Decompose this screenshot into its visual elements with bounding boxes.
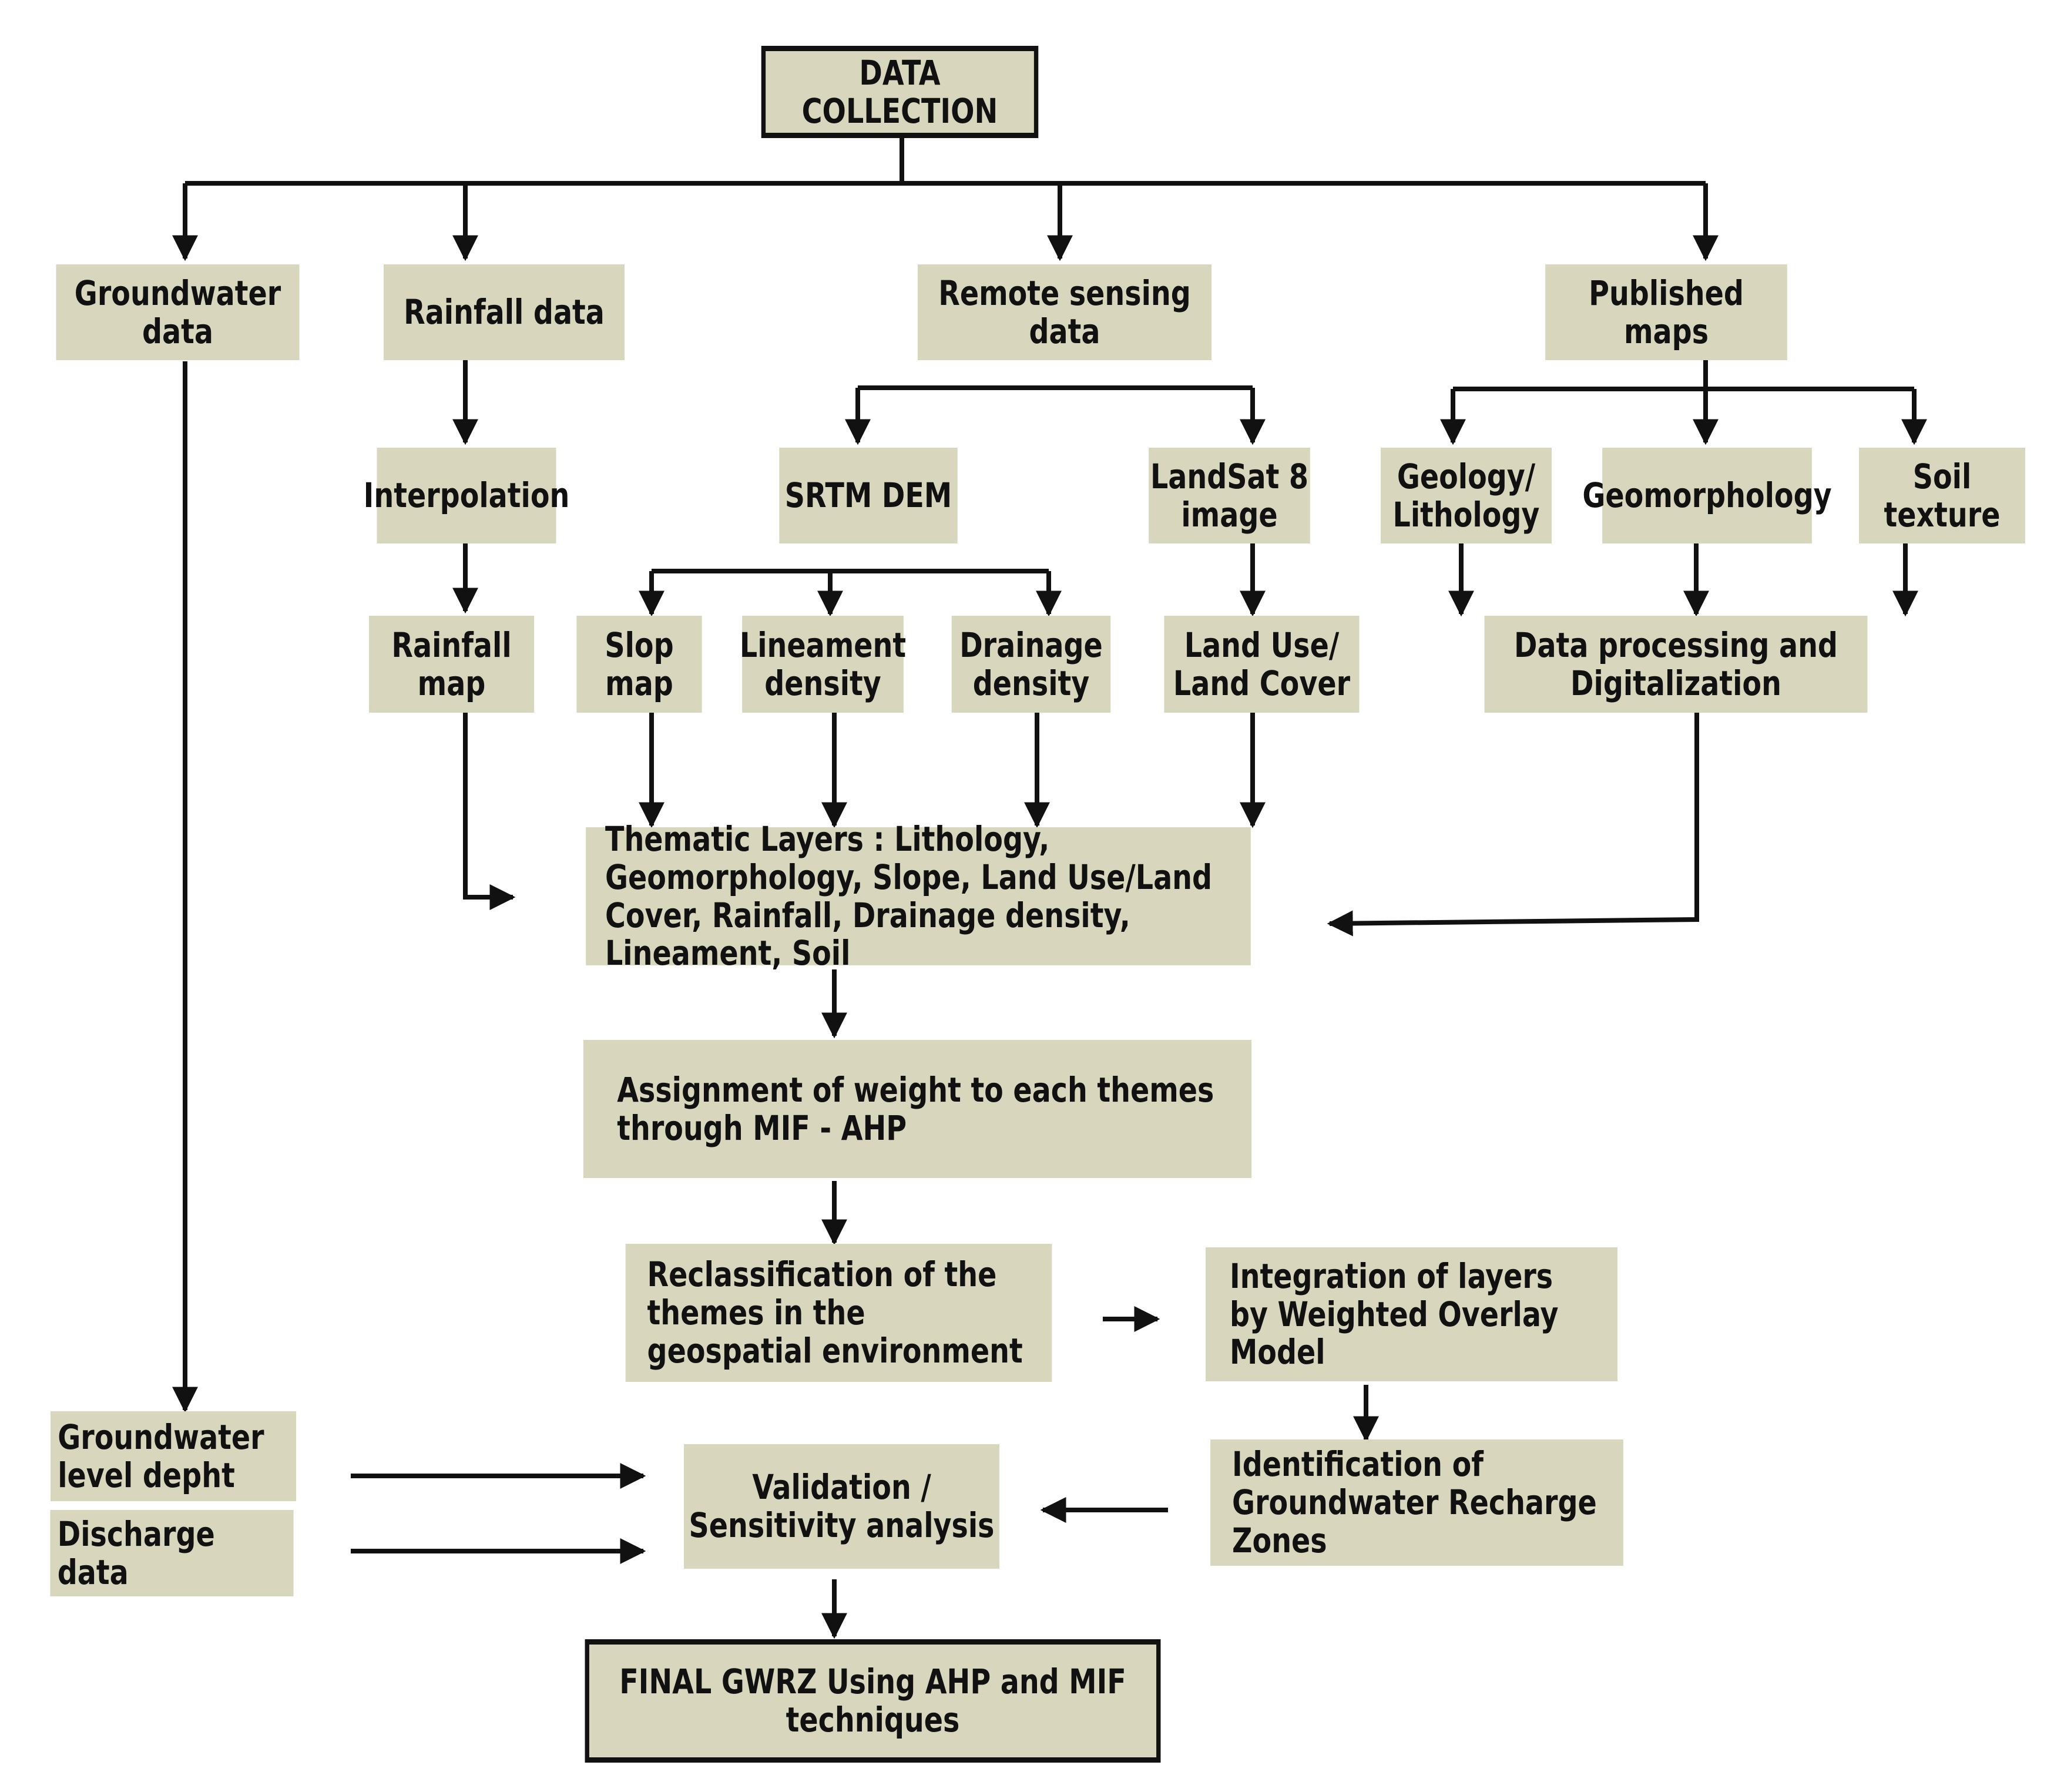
slop-map-box: Slop map <box>576 616 702 713</box>
landsat-8-image-label: LandSat 8 image <box>1150 456 1309 535</box>
integration-of-layers-box: Integration of layers by Weighted Overla… <box>1205 1247 1618 1381</box>
landsat-8-image-box: LandSat 8 image <box>1149 448 1310 543</box>
data-collection-box: DATA COLLECTION <box>761 46 1039 138</box>
interpolation-box: Interpolation <box>364 448 569 543</box>
lineament-density-label: Lineament density <box>739 625 907 703</box>
validation-sensitivity-label: Validation / Sensitivity analysis <box>689 1467 995 1545</box>
connector-published-bus <box>1453 360 1914 391</box>
identification-of-recharge-zones-label: Identification of Groundwater Recharge Z… <box>1232 1444 1597 1561</box>
groundwater-data-box: Groundwater data <box>56 264 300 360</box>
remote-sensing-data-box: Remote sensing data <box>917 264 1212 360</box>
thematic-layers-label: Thematic Layers : Lithology, Geomorpholo… <box>605 818 1213 974</box>
soil-texture-label: Soil texture <box>1884 456 2001 535</box>
srtm-dem-label: SRTM DEM <box>784 475 952 516</box>
rainfall-data-box: Rainfall data <box>384 264 625 360</box>
geomorphology-box: Geomorphology <box>1582 448 1832 543</box>
groundwater-level-depht-label: Groundwater level depht <box>58 1417 264 1495</box>
final-gwrz-box: FINAL GWRZ Using AHP and MIF techniques <box>585 1639 1161 1763</box>
geomorphology-label: Geomorphology <box>1582 475 1832 516</box>
groundwater-level-depht-box: Groundwater level depht <box>50 1411 297 1501</box>
connector-collection-bus <box>185 138 1706 186</box>
rainfall-data-label: Rainfall data <box>404 292 605 333</box>
thematic-layers-box: Thematic Layers : Lithology, Geomorpholo… <box>586 820 1251 972</box>
discharge-data-box: Discharge data <box>50 1510 294 1596</box>
published-maps-label: Published maps <box>1589 273 1744 351</box>
land-use-land-cover-label: Land Use/ Land Cover <box>1173 625 1351 703</box>
soil-texture-box: Soil texture <box>1859 448 2025 543</box>
remote-sensing-data-label: Remote sensing data <box>938 273 1191 351</box>
published-maps-box: Published maps <box>1545 264 1787 360</box>
reclassification-label: Reclassification of the themes in the ge… <box>647 1254 1023 1371</box>
lineament-density-box: Lineament density <box>739 616 907 713</box>
final-gwrz-label: FINAL GWRZ Using AHP and MIF techniques <box>619 1662 1126 1740</box>
assignment-of-weight-box: Assignment of weight to each themes thro… <box>583 1040 1252 1178</box>
discharge-data-label: Discharge data <box>57 1514 215 1592</box>
geology-lithology-label: Geology/ Lithology <box>1392 456 1540 535</box>
data-processing-box: Data processing and Digitalization <box>1484 616 1868 713</box>
data-collection-label: DATA COLLECTION <box>801 52 998 131</box>
arrow-processing-to-thematic <box>1327 713 1699 937</box>
interpolation-label: Interpolation <box>363 475 570 516</box>
srtm-dem-box: SRTM DEM <box>779 448 958 543</box>
rainfall-map-box: Rainfall map <box>368 616 535 713</box>
drainage-density-box: Drainage density <box>951 616 1111 713</box>
integration-of-layers-label: Integration of layers by Weighted Overla… <box>1229 1256 1559 1372</box>
slop-map-label: Slop map <box>605 625 674 703</box>
identification-of-recharge-zones-box: Identification of Groundwater Recharge Z… <box>1210 1439 1623 1566</box>
drainage-density-label: Drainage density <box>959 625 1103 703</box>
rainfall-map-label: Rainfall map <box>391 625 512 703</box>
arrow-rainfall-map-to-thematic <box>463 713 516 910</box>
reclassification-box: Reclassification of the themes in the ge… <box>625 1244 1052 1382</box>
groundwater-data-label: Groundwater data <box>74 273 281 351</box>
land-use-land-cover-box: Land Use/ Land Cover <box>1164 616 1360 713</box>
geology-lithology-box: Geology/ Lithology <box>1380 448 1552 543</box>
validation-sensitivity-box: Validation / Sensitivity analysis <box>683 1444 1000 1569</box>
assignment-of-weight-label: Assignment of weight to each themes thro… <box>617 1069 1214 1148</box>
data-processing-label: Data processing and Digitalization <box>1514 625 1838 703</box>
